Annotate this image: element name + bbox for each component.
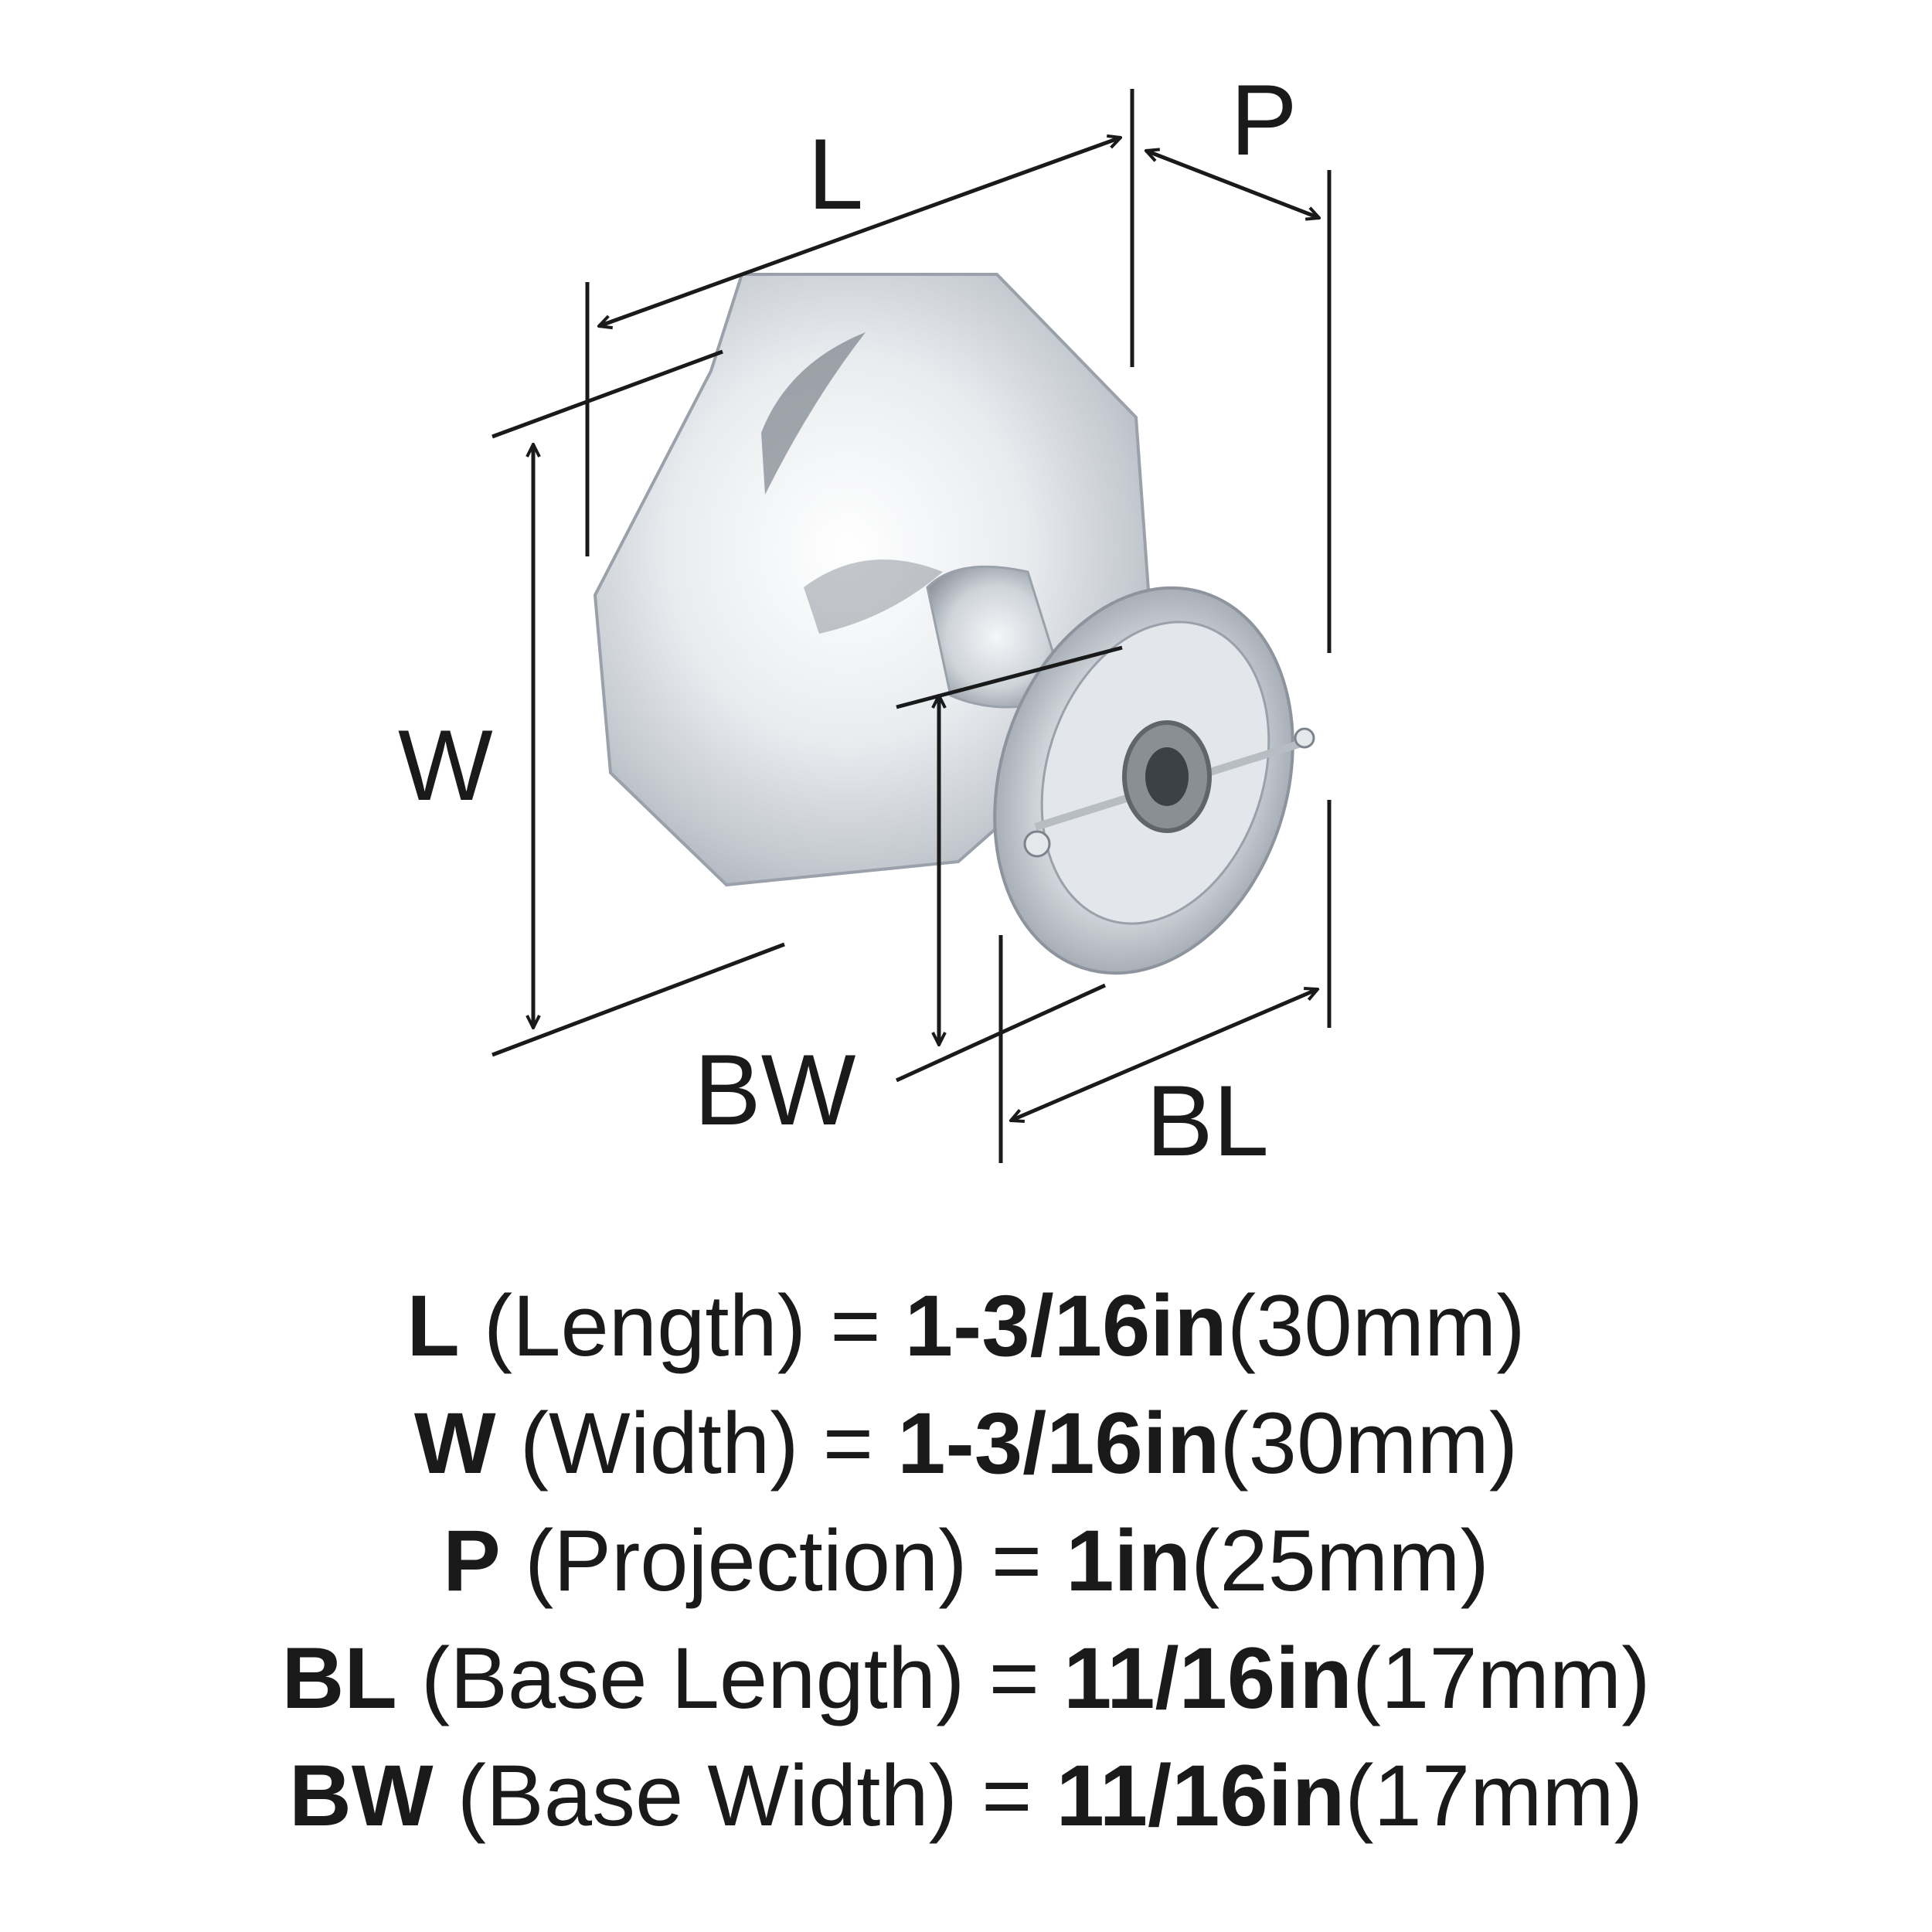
spec-row-projection: P (Projection) = 1in(25mm): [0, 1502, 1932, 1620]
extension-line: [492, 942, 785, 1057]
extension-line: [492, 349, 723, 439]
spec-label: (Width): [519, 1395, 799, 1492]
spec-equals: =: [988, 1630, 1039, 1726]
knob-illustration: [593, 273, 1315, 975]
spec-metric: (17mm): [1352, 1630, 1651, 1726]
spec-equals: =: [830, 1277, 881, 1374]
dimension-lines: [492, 89, 1332, 1163]
spec-code: L: [406, 1277, 460, 1374]
spec-code: BL: [281, 1630, 397, 1726]
dimension-diagram: L P W BW BL: [398, 63, 1332, 1177]
spec-code: W: [413, 1395, 496, 1492]
knob-highlight: [761, 332, 866, 495]
spec-label: (Base Length): [420, 1630, 965, 1726]
label-BW: BW: [694, 1033, 856, 1146]
spec-metric: (17mm): [1345, 1747, 1644, 1844]
spec-metric: (25mm): [1191, 1512, 1489, 1609]
label-L: L: [808, 117, 863, 230]
spec-imperial: 1in: [1066, 1512, 1192, 1609]
spec-metric: (30mm): [1219, 1395, 1519, 1492]
spec-row-base-length: BL (Base Length) = 11/16in(17mm): [0, 1620, 1932, 1737]
spec-label: (Projection): [524, 1512, 968, 1609]
length-dimension-arrow: [599, 138, 1121, 326]
spec-label: (Base Width): [457, 1747, 957, 1844]
spec-imperial: 11/16in: [1056, 1747, 1345, 1844]
label-W: W: [398, 709, 493, 821]
spec-imperial: 1-3/16in: [897, 1395, 1220, 1492]
spec-code: BW: [288, 1747, 434, 1844]
label-P: P: [1230, 63, 1298, 176]
spec-row-length: L (Length) = 1-3/16in(30mm): [0, 1267, 1932, 1385]
projection-dimension-arrow: [1146, 151, 1319, 218]
label-BL: BL: [1146, 1064, 1269, 1177]
spec-metric: (30mm): [1226, 1277, 1526, 1374]
base-length-dimension-arrow: [1011, 989, 1318, 1121]
spec-equals: =: [981, 1747, 1032, 1844]
spec-imperial: 1-3/16in: [904, 1277, 1227, 1374]
spec-row-base-width: BW (Base Width) = 11/16in(17mm): [0, 1737, 1932, 1855]
spec-label: (Length): [483, 1277, 807, 1374]
spec-code: P: [443, 1512, 501, 1609]
spec-equals: =: [991, 1512, 1043, 1609]
spec-imperial: 11/16in: [1063, 1630, 1352, 1726]
spec-equals: =: [822, 1395, 874, 1492]
spec-row-width: W (Width) = 1-3/16in(30mm): [0, 1385, 1932, 1502]
dimension-specs: L (Length) = 1-3/16in(30mm) W (Width) = …: [0, 1267, 1932, 1855]
